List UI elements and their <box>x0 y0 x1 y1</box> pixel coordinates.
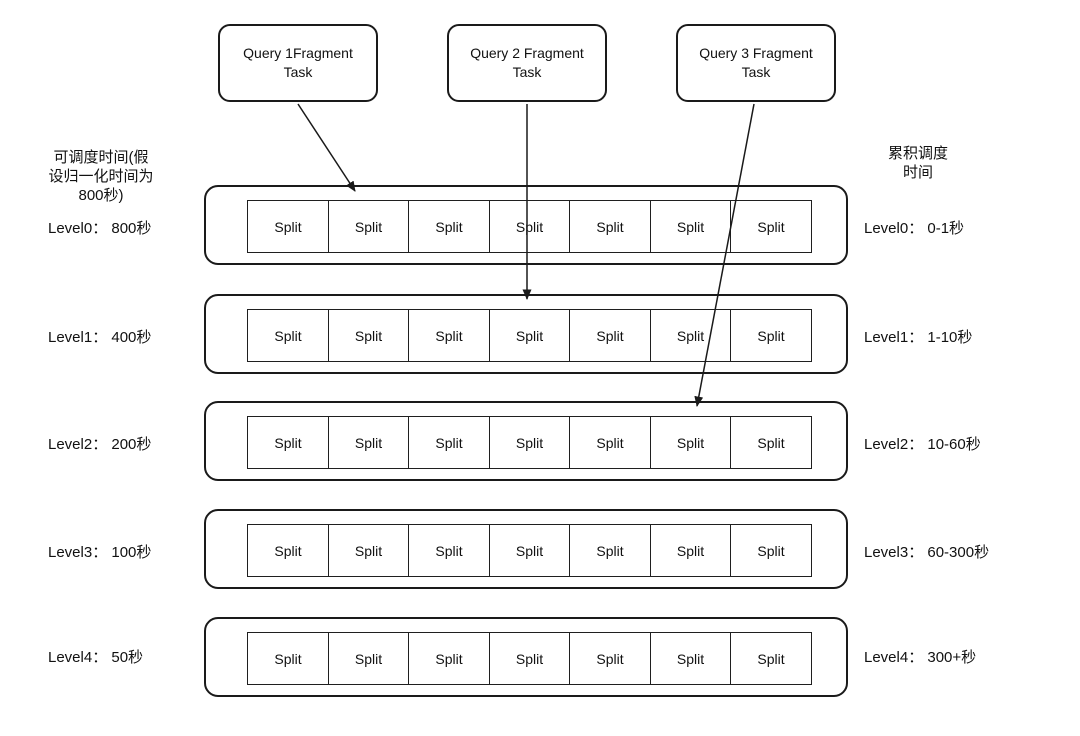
query-1-label: Query 1Fragment Task <box>243 45 353 80</box>
query-2-label: Query 2 Fragment Task <box>470 45 584 80</box>
split-box: Split <box>730 632 812 685</box>
right-label-level4: Level4： 300+秒 <box>864 649 977 666</box>
split-box: Split <box>730 200 812 253</box>
split-box: Split <box>569 309 651 362</box>
query-3-label: Query 3 Fragment Task <box>699 45 813 80</box>
split-box: Split <box>730 416 812 469</box>
split-box: Split <box>247 200 329 253</box>
left-label-level1: Level1： 400秒 <box>48 329 152 346</box>
split-box: Split <box>649 309 732 362</box>
split-box: Split <box>569 200 651 253</box>
query-2-fragment-task-box: Query 2 Fragment Task <box>447 24 607 102</box>
split-box: Split <box>569 632 651 685</box>
split-box: Split <box>730 524 812 577</box>
split-box: Split <box>408 309 490 362</box>
split-box: Split <box>488 200 571 253</box>
query-1-fragment-task-box: Query 1Fragment Task <box>218 24 378 102</box>
right-label-level1: Level1： 1-10秒 <box>864 329 973 346</box>
split-box: Split <box>408 200 490 253</box>
split-box: Split <box>408 632 490 685</box>
query-3-fragment-task-box: Query 3 Fragment Task <box>676 24 836 102</box>
split-box: Split <box>327 200 410 253</box>
split-box: Split <box>488 524 571 577</box>
split-box: Split <box>327 632 410 685</box>
split-box: Split <box>408 524 490 577</box>
left-axis-header: 可调度时间(假 设归一化时间为 800秒) <box>48 149 154 204</box>
right-label-level0: Level0： 0-1秒 <box>864 220 965 237</box>
split-box: Split <box>488 309 571 362</box>
split-box: Split <box>649 524 732 577</box>
left-label-level0: Level0： 800秒 <box>48 220 152 237</box>
left-label-level2: Level2： 200秒 <box>48 436 152 453</box>
right-label-level2: Level2： 10-60秒 <box>864 436 981 453</box>
split-box: Split <box>730 309 812 362</box>
split-box: Split <box>649 416 732 469</box>
left-label-level4: Level4： 50秒 <box>48 649 144 666</box>
split-box: Split <box>327 416 410 469</box>
split-box: Split <box>488 632 571 685</box>
split-box: Split <box>327 309 410 362</box>
split-box: Split <box>649 632 732 685</box>
right-label-level3: Level3： 60-300秒 <box>864 544 990 561</box>
split-box: Split <box>247 416 329 469</box>
arrow-query1-to-level0 <box>297 103 356 192</box>
split-box: Split <box>247 524 329 577</box>
split-box: Split <box>408 416 490 469</box>
split-box: Split <box>247 309 329 362</box>
split-box: Split <box>569 524 651 577</box>
left-label-level3: Level3： 100秒 <box>48 544 152 561</box>
split-box: Split <box>247 632 329 685</box>
split-box: Split <box>327 524 410 577</box>
right-axis-header: 累积调度 时间 <box>887 145 948 181</box>
split-box: Split <box>488 416 571 469</box>
split-box: Split <box>649 200 732 253</box>
split-box: Split <box>569 416 651 469</box>
